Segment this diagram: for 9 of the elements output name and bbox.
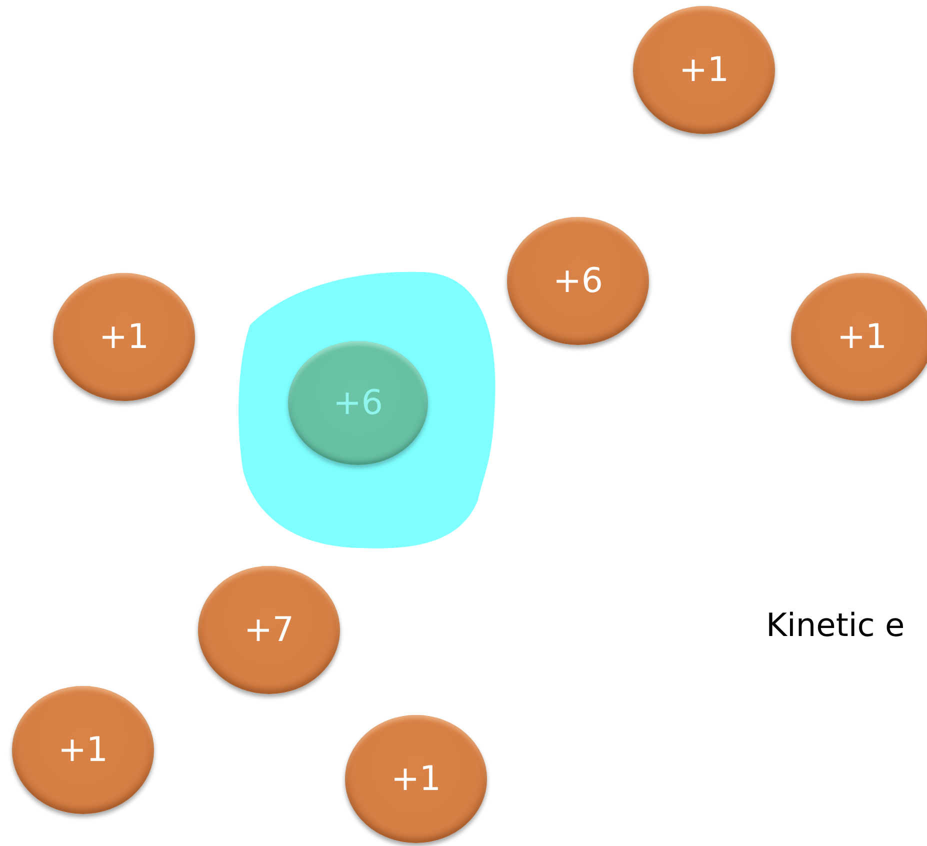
charge-value: +1 bbox=[836, 317, 888, 357]
charge-value: +1 bbox=[390, 759, 442, 799]
caption-text: Kinetic e bbox=[766, 606, 905, 644]
charge-value: +1 bbox=[678, 50, 730, 90]
charge-value: +1 bbox=[98, 317, 150, 357]
charge-value: +6 bbox=[332, 383, 384, 423]
charge-value: +1 bbox=[58, 730, 108, 770]
charge-value: +7 bbox=[244, 610, 294, 650]
charge-value: +6 bbox=[552, 261, 604, 301]
